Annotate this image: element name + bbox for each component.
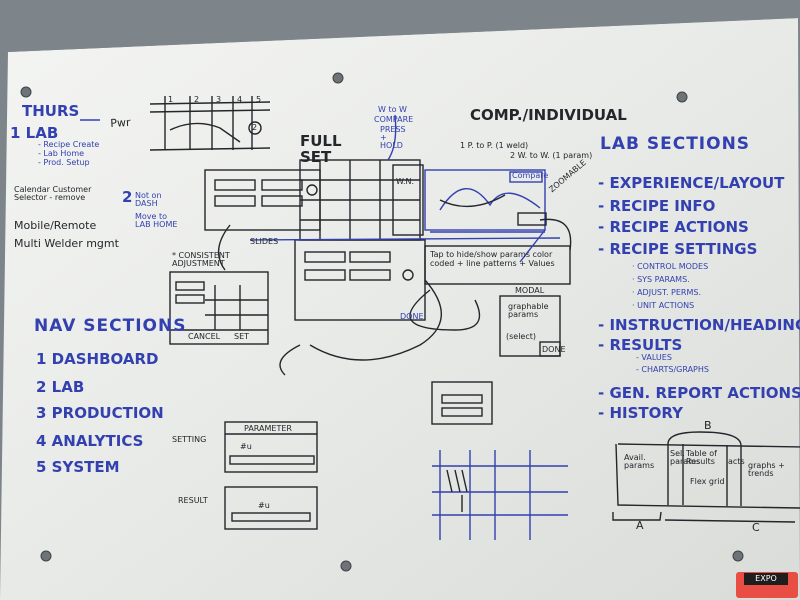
lab-section-instruction: - INSTRUCTION/HEADING	[598, 316, 800, 334]
timeline-number-5: 5	[256, 95, 262, 104]
graphable-params-label: graphable params	[508, 302, 549, 319]
pwr-label: Pwr	[109, 115, 131, 130]
timeline-number-2: 2	[194, 95, 200, 104]
timeline-number-1: 1	[168, 95, 174, 104]
lab-section-values: - VALUES	[636, 353, 672, 362]
full-set-done-label: DONE	[400, 312, 424, 321]
table-of-results-label: Table of Results	[686, 449, 717, 466]
result-value: #u	[258, 501, 270, 510]
main-wireframe-sketch	[204, 159, 442, 376]
nav-item-lab: 2 LAB	[36, 378, 85, 396]
move-to-lab-note: Move to LAB HOME	[135, 212, 178, 229]
compare-label: COMPARE	[374, 115, 414, 124]
mounting-screws	[20, 72, 744, 572]
blue-grid-sketch	[432, 450, 568, 540]
adjustment-sketch	[169, 271, 269, 345]
p-to-p-label: 1 P. to P. (1 weld)	[460, 141, 529, 150]
nav-item-analytics: 4 ANALYTICS	[36, 432, 144, 450]
layout-label-c: C	[752, 521, 760, 534]
w-to-w-label: W to W	[378, 105, 407, 114]
tap-hide-show-note: Tap to hide/show params color coded + li…	[430, 250, 555, 269]
lab-sections-title: LAB SECTIONS	[600, 134, 751, 154]
acts-label: acts	[728, 457, 745, 466]
layout-label-a: A	[636, 519, 644, 532]
board-surface	[0, 18, 800, 600]
customer-selector-note: Calendar Customer Selector - remove	[14, 185, 92, 202]
eraser-brand-label: EXPO	[744, 573, 788, 585]
cancel-label: CANCEL	[188, 332, 221, 341]
layout-sketch	[612, 431, 800, 523]
not-on-dash-note: Not on DASH	[135, 191, 162, 208]
parameter-marks: #u	[240, 442, 252, 451]
compare-box-label: Compare	[512, 171, 549, 180]
lab-label: 1 LAB	[10, 124, 59, 142]
lab-section-recipe-settings: - RECIPE SETTINGS	[598, 240, 758, 258]
multi-welder-label: Multi Welder mgmt	[14, 237, 119, 250]
setting-label: SETTING	[172, 435, 207, 444]
press-hold-label: PRESS + HOLD	[380, 125, 406, 150]
consistent-adjustment-note: * CONSISTENT ADJUSTMENT	[172, 251, 230, 268]
lab-section-experience: - EXPERIENCE/LAYOUT	[598, 174, 785, 192]
nav-item-system: 5 SYSTEM	[36, 458, 120, 476]
timeline-number-3: 3	[216, 95, 222, 104]
lab-item-lab-home: - Lab Home	[38, 149, 85, 158]
lab-section-charts-graphs: - CHARTS/GRAPHS	[636, 365, 709, 374]
comp-individual-title: COMP./INDIVIDUAL	[470, 106, 627, 124]
lab-section-history: - HISTORY	[598, 404, 683, 422]
sel-params-label: Sel. params	[670, 449, 700, 466]
modal-label: MODAL	[515, 286, 545, 295]
lab-item-prod-setup: - Prod. Setup	[38, 158, 90, 167]
set-label: SET	[234, 332, 250, 341]
full-set-label: FULL SET	[300, 132, 342, 166]
graphs-trends-label: graphs + trends	[748, 461, 785, 478]
result-label: RESULT	[178, 496, 208, 505]
layout-label-b: B	[704, 419, 712, 432]
thurs-label: THURS	[22, 102, 80, 120]
modal-done-label: DONE	[542, 345, 566, 354]
lab-section-unit-actions: · UNIT ACTIONS	[632, 301, 695, 310]
nav-item-dashboard: 1 DASHBOARD	[36, 350, 159, 368]
number-2: 2	[122, 188, 133, 206]
lab-section-results: - RESULTS	[598, 336, 683, 354]
lab-section-recipe-actions: - RECIPE ACTIONS	[598, 218, 749, 236]
slides-label: SLIDES	[250, 237, 279, 246]
lab-section-gen-report: - GEN. REPORT ACTIONS	[598, 384, 800, 402]
avail-params-label: Avail. params	[624, 453, 655, 470]
w-to-w-param-label: 2 W. to W. (1 param)	[510, 151, 593, 160]
wn-label: W.N.	[396, 177, 415, 186]
lab-item-recipe-create: - Recipe Create	[38, 140, 100, 149]
comparison-graph-sketch	[249, 169, 572, 357]
flex-grid-label: Flex grid	[690, 477, 725, 486]
mobile-remote-label: Mobile/Remote	[14, 219, 97, 232]
select-label: (select)	[506, 332, 537, 341]
connector-strokes	[80, 114, 546, 263]
center-lower-sketches	[224, 381, 493, 530]
lab-section-adjust-perms: · ADJUST. PERMS.	[632, 288, 701, 297]
circle-2-label: 2	[252, 123, 258, 132]
nav-sections-title: NAV SECTIONS	[34, 316, 187, 336]
nav-item-production: 3 PRODUCTION	[36, 404, 164, 422]
board-frame	[0, 0, 800, 52]
grid-marks-sketch	[446, 469, 468, 512]
timeline-sketch	[149, 96, 271, 151]
timeline-number-4: 4	[237, 95, 243, 104]
lab-section-recipe-info: - RECIPE INFO	[598, 197, 716, 215]
parameter-label: PARAMETER	[244, 424, 292, 433]
lab-section-control-modes: · CONTROL MODES	[632, 262, 709, 271]
lab-section-sys-params: · SYS PARAMS.	[632, 275, 690, 284]
